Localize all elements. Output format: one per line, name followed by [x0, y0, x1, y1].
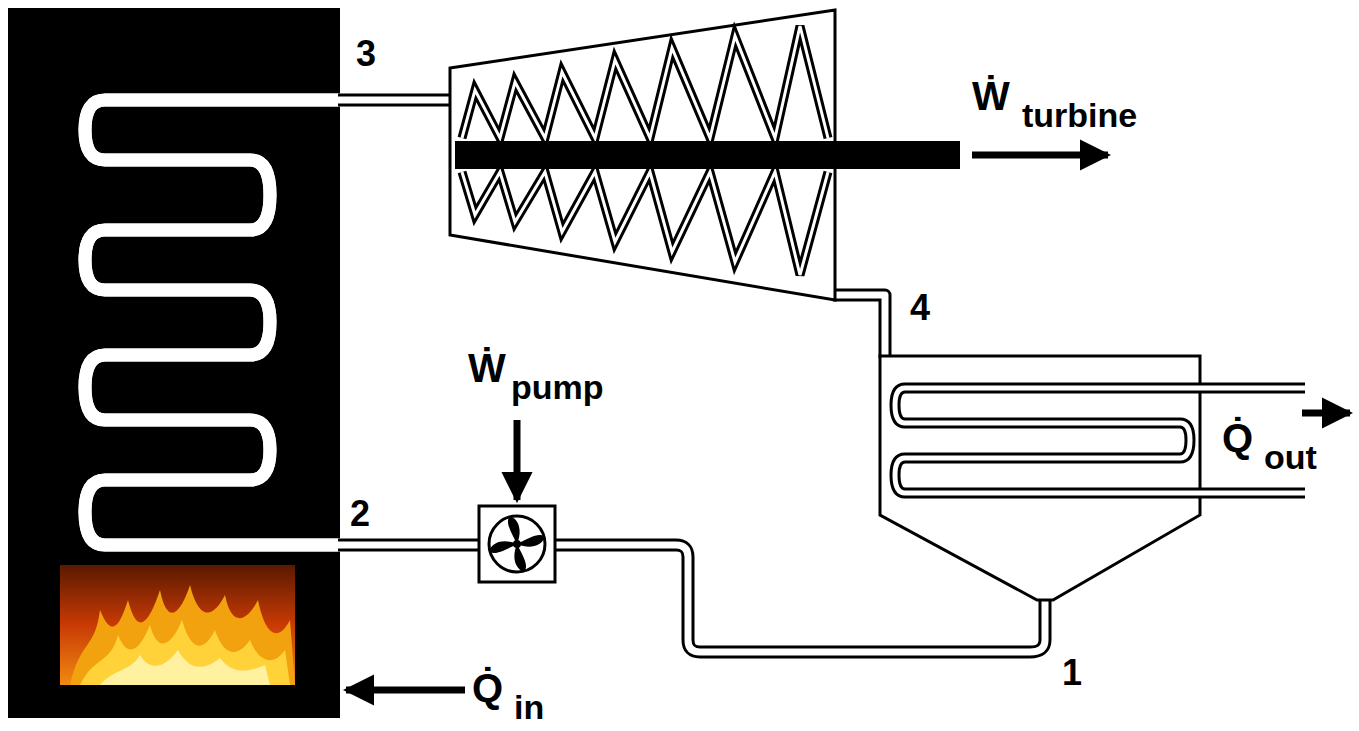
boiler-housing [8, 8, 340, 718]
subscript: in [514, 690, 544, 724]
turbine [450, 10, 960, 300]
subscript: turbine [1022, 98, 1137, 132]
heat-in-arrow [346, 687, 465, 694]
state-number: 1 [1062, 655, 1082, 691]
state-number: 2 [350, 496, 370, 532]
heat-symbol: Q̇ [472, 668, 503, 708]
condenser [880, 356, 1305, 600]
work-symbol: Ẇ [972, 76, 1010, 116]
subscript: pump [511, 370, 604, 404]
work-arrow [972, 152, 1108, 159]
boiler-tube [85, 100, 340, 545]
pump [479, 506, 555, 582]
pump-work-arrow [514, 420, 521, 500]
heat-out-arrow [1302, 410, 1350, 417]
turbine-shaft [455, 141, 960, 169]
heat-symbol: Q̇ [1222, 418, 1253, 458]
subscript: out [1264, 440, 1317, 474]
state-number: 3 [356, 36, 376, 72]
work-symbol: Ẇ [468, 348, 506, 388]
state-number: 4 [910, 290, 930, 326]
fire-image [60, 565, 295, 685]
